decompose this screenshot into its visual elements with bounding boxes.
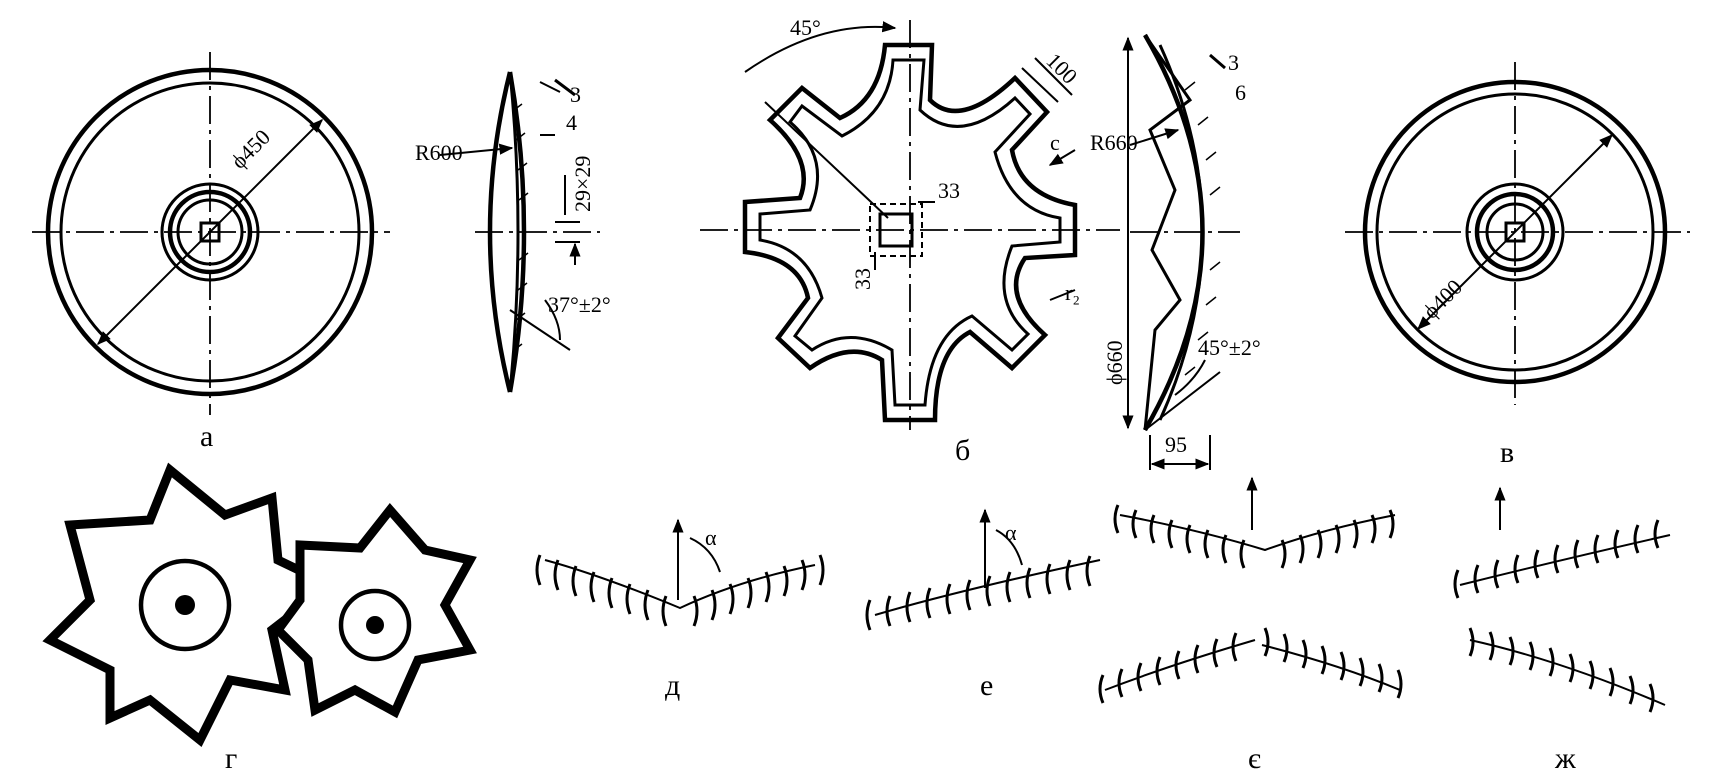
label-d: д xyxy=(665,669,680,702)
disk-a-front-view xyxy=(32,52,390,415)
disk-b-front-view xyxy=(700,20,1120,430)
disk-b-side-view xyxy=(1122,33,1240,470)
dim-b-diameter: ϕ660 xyxy=(1102,340,1127,385)
dim-b-angle-top: 45° xyxy=(790,15,821,40)
dim-a-diameter: ϕ450 xyxy=(226,124,275,173)
alpha-e: α xyxy=(1005,520,1017,545)
dim-a-thickness: 3 xyxy=(570,82,581,107)
dim-b-hole-v: 33 xyxy=(850,268,875,290)
dim-b-tooth-width: 100 xyxy=(1041,48,1082,89)
alpha-d: α xyxy=(705,525,717,550)
star-disks-g xyxy=(42,462,477,747)
dim-b-notch-c: c xyxy=(1050,130,1060,155)
gang-ye xyxy=(1098,476,1403,704)
dim-a-radius: R600 xyxy=(415,140,463,165)
dim-v-diameter: ϕ400 xyxy=(1418,274,1467,323)
disk-a-side-view xyxy=(439,71,600,393)
dim-b-thickness: 3 xyxy=(1228,50,1239,75)
gang-zh xyxy=(1453,486,1671,713)
label-zh: ж xyxy=(1554,742,1576,775)
dim-b-angle: 45°±2° xyxy=(1198,335,1261,360)
label-g: г xyxy=(225,742,237,775)
label-v: в xyxy=(1500,436,1514,469)
label-e: е xyxy=(980,669,993,702)
dim-a-hole: 29×29 xyxy=(570,156,595,212)
dim-a-bevel: 4 xyxy=(566,110,577,135)
disk-v-front-view xyxy=(1345,62,1690,405)
gang-d xyxy=(535,518,825,627)
dim-b-depth: 95 xyxy=(1165,432,1187,457)
dim-b-hole-h: 33 xyxy=(938,178,960,203)
gang-e xyxy=(865,508,1101,631)
label-a: а xyxy=(200,420,213,453)
dim-b-radius: R660 xyxy=(1090,130,1138,155)
dim-a-angle: 37°±2° xyxy=(548,292,611,317)
dim-b-bevel: 6 xyxy=(1235,80,1246,105)
label-b: б xyxy=(955,434,970,467)
label-ye: є xyxy=(1248,742,1261,775)
dim-b-notch-r2: r₂ xyxy=(1065,280,1080,305)
